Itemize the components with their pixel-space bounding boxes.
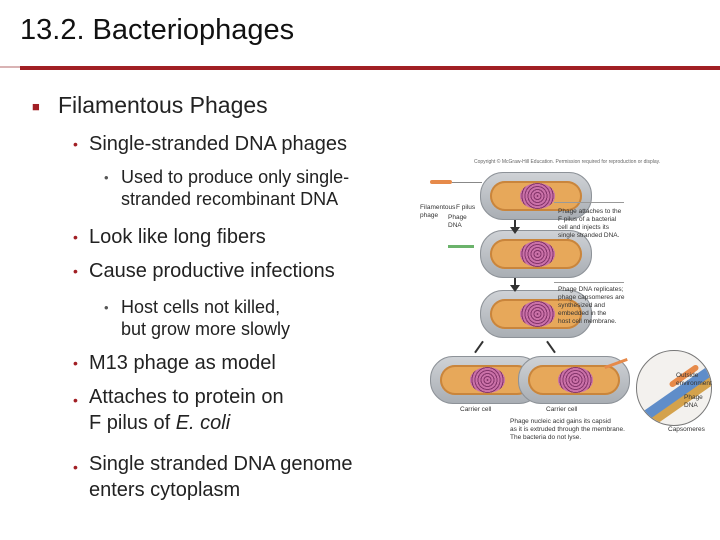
- chromosome-icon: [519, 241, 555, 267]
- bullet-text-continued: F pilus of E. coli: [89, 410, 284, 436]
- label-outside-environment: Outside environment: [676, 372, 712, 387]
- bullet-level2: • Look like long fibers: [73, 226, 266, 249]
- down-arrow-icon: [510, 278, 520, 292]
- chromosome-icon: [557, 367, 593, 393]
- bullet-text: Single-stranded DNA phages: [89, 133, 347, 155]
- bacterial-cell-3: [480, 290, 592, 338]
- label-zoom-phage-dna: Phage DNA: [684, 394, 703, 409]
- bullet-text: Cause productive infections: [89, 260, 335, 282]
- bullet-text: Single stranded DNA genome: [89, 453, 353, 475]
- bacterial-cell-2: [480, 230, 592, 278]
- split-arrow-right-icon: [546, 340, 556, 354]
- dot-bullet-icon: •: [104, 170, 109, 185]
- bullet-level2: • Single stranded DNA genome enters cyto…: [73, 451, 353, 503]
- bullet-level2: • M13 phage as model: [73, 352, 276, 375]
- chromosome-icon: [519, 183, 555, 209]
- bacterial-cell-1: [480, 172, 592, 220]
- bullet-level2: • Single-stranded DNA phages: [73, 133, 347, 156]
- bullet-text-continued: stranded recombinant DNA: [121, 189, 339, 209]
- split-arrow-left-icon: [474, 340, 484, 354]
- label-capsomeres: Capsomeres: [668, 426, 705, 433]
- zoom-membrane-detail: [636, 350, 712, 426]
- caption-step-1: Phage attaches to the F pilus of a bacte…: [558, 208, 622, 239]
- chromosome-icon: [469, 367, 505, 393]
- bullet-text: Filamentous Phages: [58, 92, 268, 118]
- bullet-text: Host cells not killed,: [121, 297, 281, 317]
- label-filamentous-phage: Filamentous phage: [420, 204, 456, 219]
- filamentous-phage-icon: [430, 180, 452, 184]
- chromosome-icon: [519, 301, 555, 327]
- caption-step-3: Phage nucleic acid gains its capsid as i…: [510, 418, 625, 441]
- bullet-text: M13 phage as model: [89, 352, 276, 374]
- slide-title: 13.2. Bacteriophages: [20, 14, 295, 46]
- title-rule-accent: [0, 66, 22, 68]
- bullet-level3: • Host cells not killed, but grow more s…: [104, 296, 291, 340]
- dot-bullet-icon: •: [104, 300, 109, 315]
- phage-dna-strand-icon: [448, 245, 474, 248]
- square-bullet-icon: ■: [32, 99, 40, 114]
- bullet-text: Attaches to protein on: [89, 386, 284, 408]
- caption-divider: [554, 282, 624, 283]
- bullet-level3: • Used to produce only single- stranded …: [104, 166, 350, 210]
- label-phage-dna: Phage DNA: [448, 214, 467, 229]
- phage-infection-figure: Copyright © McGraw-Hill Education. Permi…: [418, 150, 718, 470]
- bullet-level1: ■ Filamentous Phages: [32, 92, 268, 119]
- species-name: E. coli: [175, 412, 231, 434]
- label-carrier-cell-1: Carrier cell: [460, 406, 492, 413]
- dot-bullet-icon: •: [73, 459, 78, 475]
- title-underline: [20, 66, 720, 70]
- bullet-level2: • Cause productive infections: [73, 260, 335, 283]
- figure-copyright: Copyright © McGraw-Hill Education. Permi…: [474, 159, 661, 165]
- bullet-text: Look like long fibers: [89, 226, 266, 248]
- dot-bullet-icon: •: [73, 229, 78, 245]
- dot-bullet-icon: •: [73, 263, 78, 279]
- bullet-level2: • Attaches to protein on F pilus of E. c…: [73, 384, 284, 436]
- bullet-text-continued: but grow more slowly: [121, 319, 291, 339]
- bullet-text-part: F pilus of: [89, 412, 176, 434]
- dot-bullet-icon: •: [73, 392, 78, 408]
- down-arrow-icon: [510, 220, 520, 234]
- bullet-text: Used to produce only single-: [121, 167, 350, 187]
- f-pilus-icon: [452, 182, 482, 183]
- bullet-text-continued: enters cytoplasm: [89, 479, 241, 501]
- caption-divider: [554, 202, 624, 203]
- dot-bullet-icon: •: [73, 136, 78, 152]
- caption-step-2: Phage DNA replicates; phage capsomeres a…: [558, 286, 625, 325]
- label-f-pilus: F pilus: [456, 204, 476, 211]
- label-carrier-cell-2: Carrier cell: [546, 406, 578, 413]
- dot-bullet-icon: •: [73, 355, 78, 371]
